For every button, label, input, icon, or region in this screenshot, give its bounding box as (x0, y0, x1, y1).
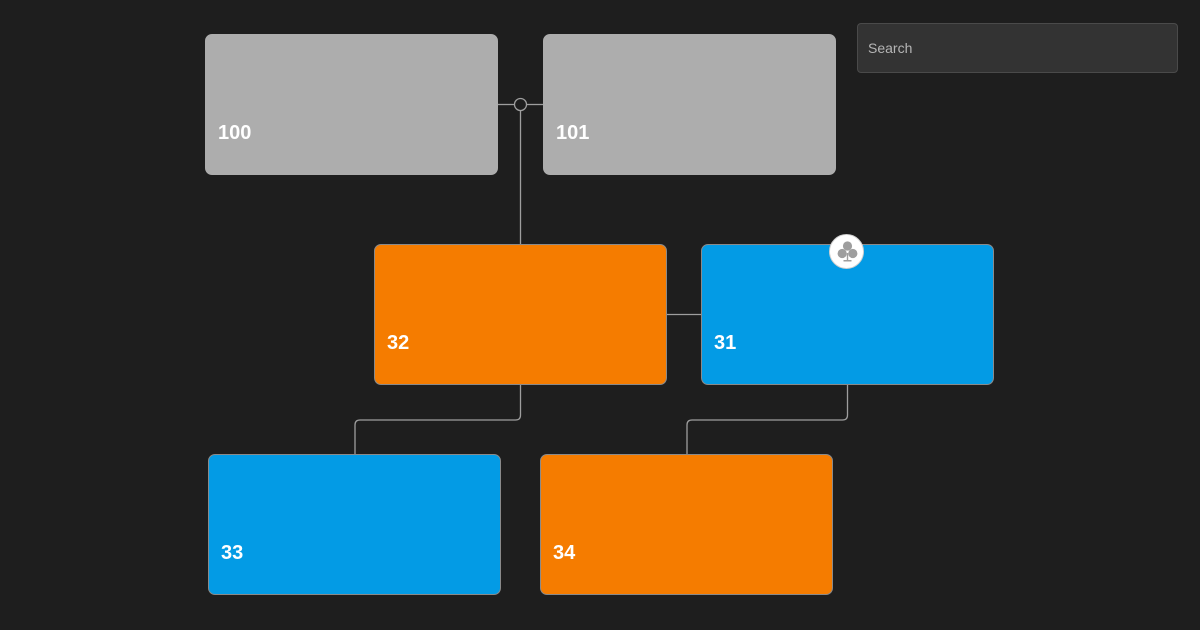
node-label: 32 (387, 332, 410, 354)
search-input[interactable] (857, 23, 1178, 73)
node-label: 101 (556, 122, 590, 144)
node-101[interactable]: 101 (543, 34, 836, 175)
node-32[interactable]: 32 (374, 244, 667, 385)
node-label: 100 (218, 122, 252, 144)
node-100[interactable]: 100 (205, 34, 498, 175)
node-33[interactable]: 33 (208, 454, 501, 595)
family-tree-icon[interactable] (829, 234, 864, 269)
node-label: 34 (553, 542, 576, 564)
node-label: 33 (221, 542, 244, 564)
node-label: 31 (714, 332, 737, 354)
node-34[interactable]: 34 (540, 454, 833, 595)
